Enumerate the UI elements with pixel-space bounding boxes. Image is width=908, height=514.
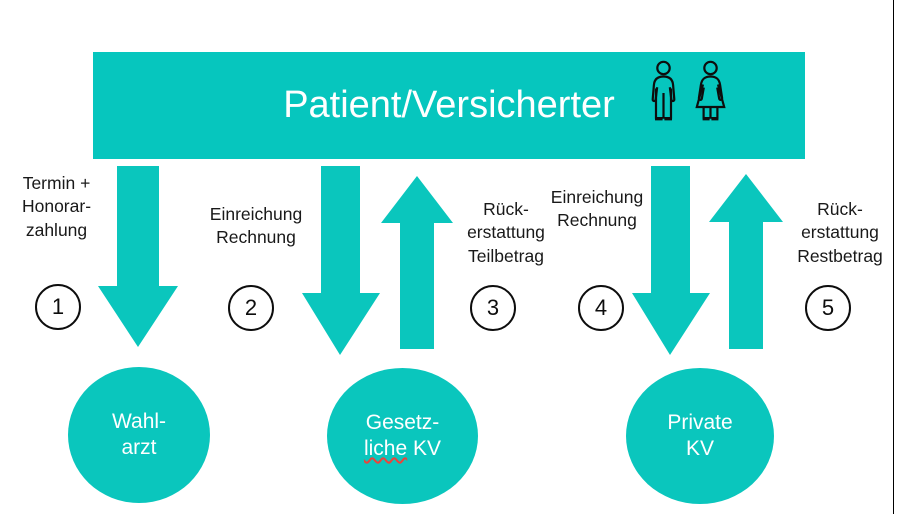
step-number-3: 3 [470, 285, 516, 331]
node-gesetzliche-kv-label: Gesetz- liche KV [358, 410, 447, 462]
people-pictogram-group [651, 60, 726, 121]
step-1-label: Termin + Honorar- zahlung [4, 172, 109, 242]
step-2-label-line-1: Einreichung [209, 204, 303, 224]
step-2-label: Einreichung Rechnung [200, 203, 312, 250]
node-wahlarzt-line-2: arzt [121, 436, 157, 459]
patient-header-bar: Patient/Versicherter [93, 52, 805, 159]
arrow-step-5-up [709, 174, 783, 349]
node-private-kv-line-2: KV [685, 437, 714, 460]
node-wahlarzt-label: Wahl- arzt [106, 409, 172, 461]
arrow-shape [709, 174, 783, 349]
step-3-label: Rück- erstattung Teilbetrag [452, 198, 560, 268]
step-number-1: 1 [35, 284, 81, 330]
step-number-5: 5 [805, 285, 851, 331]
step-1-label-line-3: zahlung [25, 219, 88, 240]
arrow-step-4-down [632, 166, 710, 355]
step-5-label-line-3: Restbetrag [797, 245, 883, 266]
step-5-label-line-2: erstattung [801, 222, 879, 243]
node-gesetzliche-kv-line-2-rest: KV [407, 437, 442, 460]
node-private-kv-label: Private KV [661, 410, 738, 462]
node-private-kv-line-1: Private [667, 410, 733, 434]
man-pictogram [651, 60, 676, 121]
step-1-label-line-1: Termin + [22, 173, 91, 193]
step-5-label-line-1: Rück- [817, 199, 863, 219]
step-3-label-line-3: Teilbetrag [468, 245, 544, 266]
node-wahlarzt[interactable]: Wahl- arzt [68, 367, 210, 503]
arrow-shape [98, 166, 178, 347]
page-title: Patient/Versicherter [283, 84, 615, 126]
page-border-line [893, 0, 894, 514]
step-1-label-line-2: Honorar- [21, 196, 92, 217]
woman-pictogram [695, 60, 726, 121]
arrow-step-2-down [302, 166, 380, 355]
node-gesetzliche-kv-line-1: Gesetz- [365, 410, 440, 434]
arrow-shape [632, 166, 710, 355]
node-gesetzliche-kv[interactable]: Gesetz- liche KV [327, 368, 478, 504]
step-5-label: Rück- erstattung Restbetrag [785, 198, 895, 268]
step-3-label-line-2: erstattung [467, 222, 545, 243]
step-4-label: Einreichung Rechnung [541, 186, 653, 233]
step-4-label-line-2: Rechnung [557, 210, 637, 231]
arrow-shape [381, 176, 453, 349]
node-wahlarzt-line-1: Wahl- [111, 409, 167, 433]
step-3-label-line-1: Rück- [483, 199, 529, 219]
arrow-step-1-down [98, 166, 178, 347]
arrow-step-3-up [381, 176, 453, 349]
step-4-label-line-1: Einreichung [550, 187, 644, 207]
step-2-label-line-2: Rechnung [216, 227, 296, 248]
node-private-kv[interactable]: Private KV [626, 368, 774, 504]
step-number-4: 4 [578, 285, 624, 331]
step-number-2: 2 [228, 285, 274, 331]
node-gesetzliche-kv-line-2-misspelled: liche [363, 437, 408, 460]
arrow-shape [302, 166, 380, 355]
